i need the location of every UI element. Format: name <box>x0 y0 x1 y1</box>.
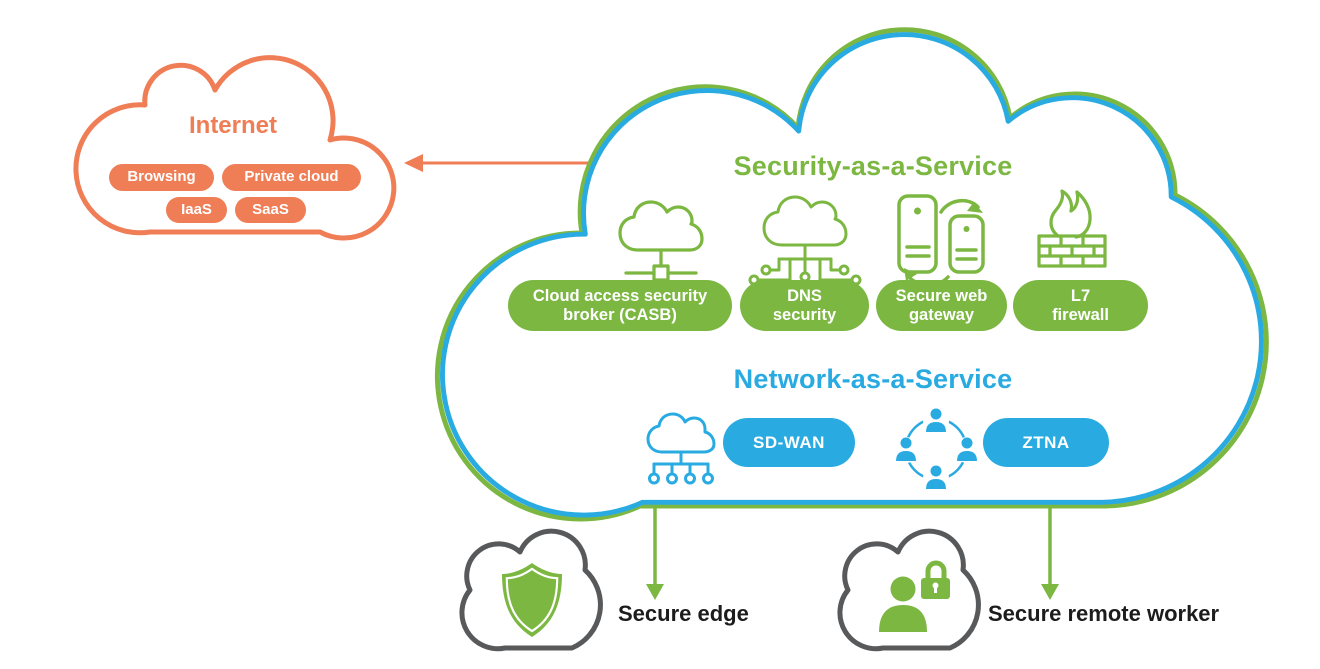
internet-pill-saas: SaaS <box>235 197 306 223</box>
sase-cloud-inner-blue <box>440 32 1264 518</box>
pill-dns-line1: DNS <box>787 287 822 306</box>
secure-remote-worker-label: Secure remote worker <box>988 601 1220 626</box>
pill-swg-line1: Secure web <box>895 287 988 306</box>
person-icon <box>879 576 927 632</box>
network-section-title: Network-as-a-Service <box>733 364 1013 394</box>
pill-dns-line2: security <box>772 305 837 324</box>
pill-l7-line2: firewall <box>1052 305 1109 324</box>
internet-title: Internet <box>188 112 277 139</box>
secure-edge-label: Secure edge <box>618 601 749 626</box>
pill-casb: Cloud access security broker (CASB) <box>508 280 732 331</box>
pill-swg-line2: gateway <box>908 305 975 324</box>
pill-casb-line1: Cloud access security <box>532 287 708 306</box>
pill-l7-firewall: L7 firewall <box>1013 280 1148 331</box>
sase-cloud-outline <box>434 27 1269 522</box>
secure-web-gateway-sync-icon <box>897 194 985 287</box>
sdwan-cloud-branch-icon <box>646 412 716 485</box>
internet-arrow <box>404 154 588 172</box>
pill-l7-line1: L7 <box>1070 287 1091 306</box>
pill-sdwan: SD-WAN <box>723 418 855 467</box>
ztna-users <box>896 408 977 489</box>
shield-cloud-icon <box>459 528 603 652</box>
dns-circuit-cloud-icon <box>748 195 862 286</box>
casb-cloud-node-icon <box>618 200 704 282</box>
ztna-user-ring-icon <box>893 408 980 491</box>
pill-casb-line2: broker (CASB) <box>563 305 677 324</box>
lock-icon <box>921 560 950 599</box>
internet-pill-iaas: IaaS <box>166 197 227 223</box>
sase-cloud-outer-green <box>434 27 1269 522</box>
remote-worker-lock-cloud-icon <box>837 528 981 652</box>
internet-pill-browsing: Browsing <box>109 164 214 191</box>
shield-icon <box>502 563 562 637</box>
pill-dns-security: DNS security <box>740 280 869 331</box>
pill-ztna: ZTNA <box>983 418 1109 467</box>
l7-firewall-flame-icon <box>1037 189 1107 268</box>
secure-edge-arrow <box>646 507 664 600</box>
internet-pill-private-cloud: Private cloud <box>222 164 361 191</box>
pill-secure-web-gateway: Secure web gateway <box>876 280 1007 331</box>
secure-remote-worker-arrow <box>1041 507 1059 600</box>
internet-cloud-outline <box>73 55 397 241</box>
security-section-title: Security-as-a-Service <box>733 151 1013 181</box>
